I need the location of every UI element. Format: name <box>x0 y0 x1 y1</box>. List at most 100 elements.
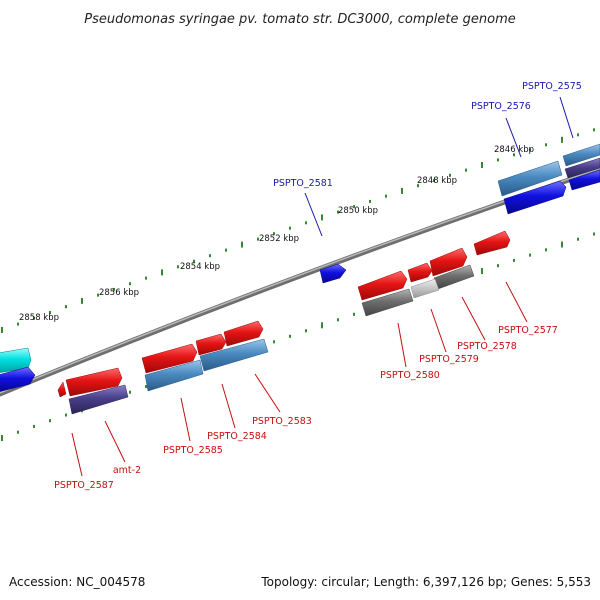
gene-label-pspto-2585[interactable]: PSPTO_2585 <box>163 445 223 456</box>
tick-label-2854: 2854 kbp <box>180 262 220 272</box>
minor-tick-mark <box>353 205 355 209</box>
gene-feature-pspto-2576-forward[interactable] <box>503 180 567 215</box>
minor-tick-mark <box>113 287 115 291</box>
map-title: Pseudomonas syringae pv. tomato str. DC3… <box>84 12 516 27</box>
gene-label-pspto-2577[interactable]: PSPTO_2577 <box>498 325 558 336</box>
tick-label-2850: 2850 kbp <box>338 206 378 216</box>
gene-feature-pspto-2575[interactable] <box>562 143 600 167</box>
minor-tick-mark <box>209 254 211 258</box>
leader-pspto-2575 <box>559 96 574 139</box>
gene-feature-cyan[interactable] <box>0 347 32 373</box>
gene-feature-pspto-2585-steel[interactable] <box>144 359 204 392</box>
gene-feature-pspto-2581[interactable] <box>319 263 347 284</box>
minor-tick-mark <box>177 265 179 269</box>
minor-tick-mark <box>49 311 51 314</box>
gene-feature-pspto-2580[interactable] <box>357 270 408 301</box>
minor-tick-mark <box>273 340 275 344</box>
minor-tick-mark <box>353 312 355 316</box>
outer-tick-track <box>1 128 595 333</box>
major-tick-mark <box>81 297 83 304</box>
gene-feature-pspto-2579-grey[interactable] <box>410 278 440 299</box>
leader-pspto-2587 <box>71 432 83 477</box>
minor-tick-mark <box>193 259 195 263</box>
leader-pspto-2577 <box>505 281 528 323</box>
leader-pspto-2585 <box>180 397 191 442</box>
minor-tick-mark <box>593 232 595 236</box>
minor-tick-mark <box>529 148 531 152</box>
leader-pspto-2584 <box>221 383 236 429</box>
gene-label-leaders <box>71 96 574 477</box>
minor-tick-mark <box>497 158 499 162</box>
gene-label-amt-2[interactable]: amt-2 <box>113 465 141 476</box>
gene-feature-pspto-2576[interactable] <box>497 160 563 197</box>
minor-tick-mark <box>65 413 67 417</box>
minor-tick-mark <box>289 334 291 338</box>
gene-label-pspto-2576[interactable]: PSPTO_2576 <box>471 101 531 112</box>
major-tick-mark <box>241 241 243 248</box>
gene-feature-pspto-2584[interactable] <box>195 333 227 356</box>
tick-label-2846: 2846 kbp <box>494 145 534 155</box>
minor-tick-mark <box>385 194 387 198</box>
gene-label-pspto-2587[interactable]: PSPTO_2587 <box>54 480 114 491</box>
gene-feature-left-blue[interactable] <box>0 366 36 392</box>
gene-feature-pspto-2583[interactable] <box>223 320 264 347</box>
minor-tick-mark <box>513 258 515 262</box>
minor-tick-mark <box>449 173 451 177</box>
gene-feature-pspto-2583-steel[interactable] <box>199 338 269 372</box>
minor-tick-mark <box>305 221 307 225</box>
minor-tick-mark <box>417 184 419 188</box>
gene-feature-pspto-2577[interactable] <box>473 230 511 256</box>
gene-feature-amt-2[interactable] <box>65 367 123 397</box>
lower-strand-features <box>57 230 511 415</box>
minor-tick-mark <box>513 153 515 157</box>
gene-label-pspto-2580[interactable]: PSPTO_2580 <box>380 370 440 381</box>
minor-tick-mark <box>529 253 531 257</box>
leader-pspto-2579 <box>430 308 447 353</box>
gene-feature-pspto-2579[interactable] <box>407 262 433 283</box>
gene-label-pspto-2581[interactable]: PSPTO_2581 <box>273 178 333 189</box>
minor-tick-mark <box>337 318 339 322</box>
minor-tick-mark <box>65 305 67 309</box>
leader-pspto-2576 <box>505 117 522 158</box>
major-tick-mark <box>1 435 3 441</box>
tick-label-2856: 2856 kbp <box>99 288 139 298</box>
genome-summary-text: Topology: circular; Length: 6,397,126 bp… <box>260 575 591 589</box>
gene-label-pspto-2575[interactable]: PSPTO_2575 <box>522 81 582 92</box>
minor-tick-mark <box>49 419 51 423</box>
minor-tick-mark <box>593 128 595 132</box>
gene-feature-pspto-2587[interactable] <box>57 381 67 398</box>
gene-label-pspto-2583[interactable]: PSPTO_2583 <box>252 416 312 427</box>
gene-feature-amt-2-purple[interactable] <box>68 384 129 415</box>
minor-tick-mark <box>465 168 467 172</box>
minor-tick-mark <box>225 248 227 252</box>
leader-pspto-2581 <box>304 192 323 237</box>
gene-label-pspto-2578[interactable]: PSPTO_2578 <box>457 341 517 352</box>
minor-tick-mark <box>289 226 291 230</box>
gene-feature-pspto-2578[interactable] <box>429 247 468 277</box>
gene-feature-pspto-2575-lower[interactable] <box>564 157 600 179</box>
minor-tick-mark <box>129 390 131 394</box>
gene-label-pspto-2579[interactable]: PSPTO_2579 <box>419 354 479 365</box>
minor-tick-mark <box>129 282 131 286</box>
major-tick-mark <box>481 162 483 168</box>
upper-strand-features <box>0 143 600 392</box>
tick-label-2858: 2858 kbp <box>19 313 59 323</box>
gene-feature-pspto-2575-forward[interactable] <box>568 169 600 191</box>
major-tick-mark <box>561 136 563 143</box>
gene-feature-pspto-2580-grey[interactable] <box>361 288 414 317</box>
minor-tick-mark <box>577 237 579 241</box>
major-tick-mark <box>161 269 163 276</box>
major-tick-mark <box>401 187 403 194</box>
gene-labels: PSPTO_2575 PSPTO_2576 PSPTO_2581 PSPTO_2… <box>54 81 582 491</box>
minor-tick-mark <box>433 179 435 182</box>
gene-label-pspto-2584[interactable]: PSPTO_2584 <box>207 431 267 442</box>
minor-tick-mark <box>577 133 579 137</box>
minor-tick-mark <box>33 316 35 320</box>
major-tick-mark <box>1 327 3 333</box>
inner-tick-track <box>1 232 595 441</box>
minor-tick-mark <box>497 264 499 268</box>
gene-feature-pspto-2585[interactable] <box>141 343 198 374</box>
leader-pspto-2580 <box>397 322 407 368</box>
minor-tick-mark <box>145 385 147 389</box>
